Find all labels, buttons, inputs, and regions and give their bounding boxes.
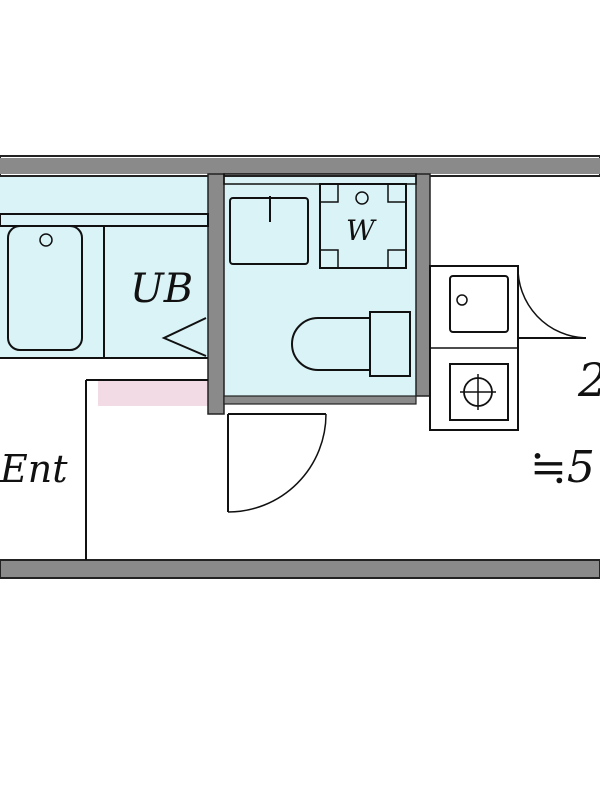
label-entrance: Ent: [0, 447, 68, 491]
washer-corner-bl: [319, 249, 339, 269]
washer-corner-tl: [319, 183, 339, 203]
washer-corner-br: [387, 249, 407, 269]
toilet-door-arc: [227, 413, 327, 513]
label-unit-bath: UB: [130, 266, 193, 312]
bathtub-drain: [39, 233, 53, 247]
label-room-size: ≒5: [530, 442, 595, 493]
washer-drain: [355, 191, 369, 205]
washer-corner-tr: [387, 183, 407, 203]
partition-wash-bottom: [223, 395, 417, 405]
label-room-number: 2: [577, 353, 600, 407]
label-washer: W: [346, 214, 377, 247]
bath-door: [161, 317, 207, 357]
gas-stove: [449, 363, 509, 421]
partition-wash-room: [415, 173, 431, 397]
kitchen-sink: [449, 275, 509, 333]
bathtub: [7, 225, 83, 351]
outer-wall-top-fill: [0, 158, 600, 174]
washing-machine-pan: [319, 183, 407, 269]
toilet-tank: [369, 311, 411, 377]
room-door-arc: [517, 265, 587, 339]
sink-drain: [456, 294, 468, 306]
outer-wall-bottom: [0, 559, 600, 579]
toilet-bowl: [291, 317, 371, 371]
entrance-mat: [98, 380, 208, 406]
partition-bath-wash: [207, 173, 225, 415]
